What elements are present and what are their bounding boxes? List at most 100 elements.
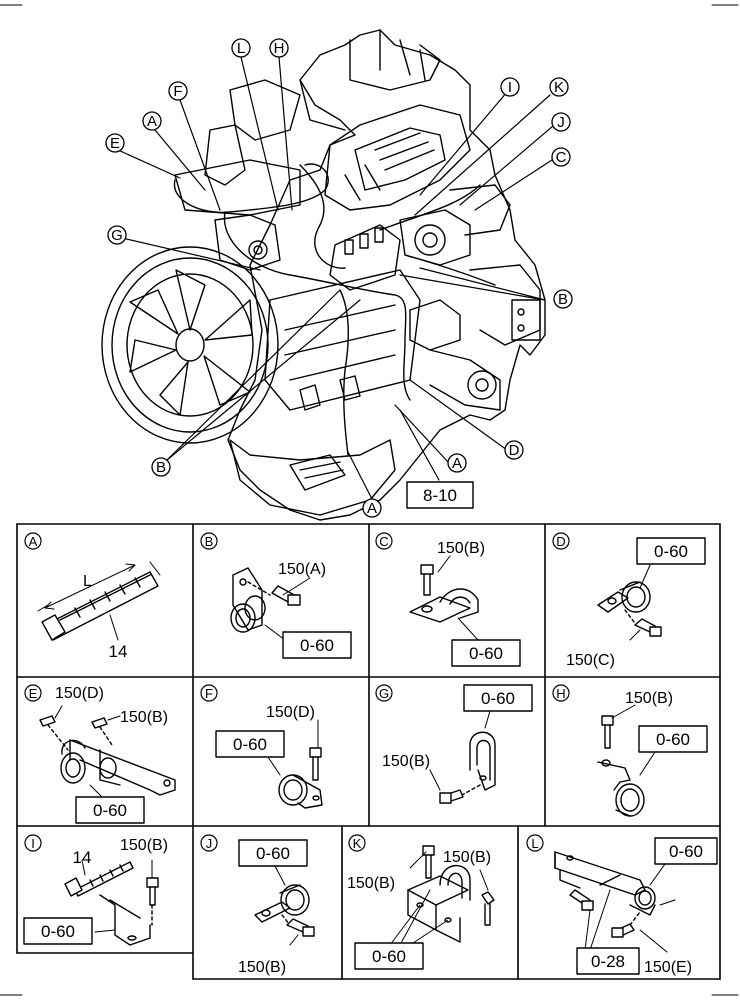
callout-E: E bbox=[105, 133, 125, 153]
reference-box: 8-10 bbox=[406, 481, 474, 509]
panel-C-clip: 150(B) 0-60 bbox=[409, 540, 521, 667]
svg-text:150(B): 150(B) bbox=[120, 709, 168, 726]
svg-text:150(C): 150(C) bbox=[566, 652, 615, 669]
svg-text:L: L bbox=[83, 573, 92, 590]
panel-letter-E: E bbox=[24, 684, 42, 702]
svg-text:0-60: 0-60 bbox=[654, 542, 688, 561]
panel-letter-C: C bbox=[375, 532, 393, 550]
svg-text:0-60: 0-60 bbox=[233, 735, 267, 754]
svg-text:150(B): 150(B) bbox=[238, 959, 286, 976]
svg-text:0-60: 0-60 bbox=[669, 842, 703, 861]
panel-J-clip: 0-60 150(B) bbox=[238, 839, 315, 976]
panel-letter-J: J bbox=[200, 834, 218, 852]
callout-B-right: B bbox=[553, 289, 573, 309]
svg-text:150(B): 150(B) bbox=[437, 540, 485, 557]
svg-text:K: K bbox=[554, 79, 564, 96]
svg-text:14: 14 bbox=[73, 848, 92, 867]
svg-text:B: B bbox=[558, 291, 568, 308]
svg-text:D: D bbox=[509, 442, 520, 459]
panel-A-cable-tie: L 14 bbox=[37, 561, 161, 661]
svg-text:G: G bbox=[379, 686, 389, 701]
svg-text:G: G bbox=[111, 227, 123, 244]
svg-text:150(B): 150(B) bbox=[120, 837, 168, 854]
svg-text:F: F bbox=[173, 83, 182, 100]
callout-C: C bbox=[551, 147, 571, 167]
svg-text:L: L bbox=[237, 40, 245, 57]
svg-text:E: E bbox=[110, 135, 120, 152]
panel-letter-F: F bbox=[200, 684, 218, 702]
svg-text:0-60: 0-60 bbox=[93, 801, 127, 820]
svg-text:C: C bbox=[556, 149, 567, 166]
panel-H-clip: 150(B) 0-60 bbox=[597, 690, 708, 817]
svg-text:J: J bbox=[557, 114, 565, 131]
svg-text:8-10: 8-10 bbox=[423, 486, 457, 505]
callout-A-mid: A bbox=[447, 453, 467, 473]
callout-D: D bbox=[504, 440, 524, 460]
svg-text:C: C bbox=[379, 534, 388, 549]
callout-leaders bbox=[117, 56, 554, 506]
svg-text:150(B): 150(B) bbox=[443, 849, 491, 866]
svg-text:J: J bbox=[206, 836, 213, 851]
callout-H: H bbox=[269, 38, 289, 58]
panel-D-clip: 0-60 150(C) bbox=[566, 537, 706, 669]
svg-text:14: 14 bbox=[109, 642, 128, 661]
panel-E-bracket-clip: 150(D) 150(B) 0-60 bbox=[39, 685, 176, 824]
callout-A-top: A bbox=[142, 111, 162, 131]
svg-text:150(B): 150(B) bbox=[625, 690, 673, 707]
panel-K-bracket-clip: 150(B) 150(B) 0-60 bbox=[347, 845, 495, 970]
svg-text:150(E): 150(E) bbox=[644, 959, 692, 976]
svg-text:I: I bbox=[31, 836, 35, 851]
svg-text:0-60: 0-60 bbox=[41, 922, 75, 941]
cooling-fan bbox=[101, 246, 279, 444]
panel-letter-A: A bbox=[24, 532, 42, 550]
svg-text:0-60: 0-60 bbox=[256, 844, 290, 863]
svg-text:F: F bbox=[205, 686, 213, 701]
panel-I-tie-bracket: 14 150(B) 0-60 bbox=[23, 837, 168, 946]
panel-letters: A B C D E F G H I J K L bbox=[24, 532, 570, 852]
svg-text:0-60: 0-60 bbox=[300, 636, 334, 655]
svg-text:0-60: 0-60 bbox=[656, 730, 690, 749]
svg-text:I: I bbox=[508, 79, 512, 96]
svg-text:A: A bbox=[367, 500, 377, 517]
svg-text:H: H bbox=[274, 40, 285, 57]
panel-letter-G: G bbox=[375, 684, 393, 702]
engine-illustration bbox=[101, 29, 546, 521]
callout-F: F bbox=[168, 81, 188, 101]
callout-A-bottom: A bbox=[362, 498, 382, 518]
panel-letter-I: I bbox=[24, 834, 42, 852]
svg-text:0-60: 0-60 bbox=[372, 947, 406, 966]
svg-text:E: E bbox=[29, 686, 38, 701]
panel-letter-D: D bbox=[552, 532, 570, 550]
panel-letter-L: L bbox=[526, 834, 544, 852]
svg-text:A: A bbox=[452, 455, 462, 472]
crop-marks bbox=[0, 4, 739, 996]
panel-G-clip: 0-60 150(B) bbox=[382, 684, 533, 804]
panel-L-bracket-clip: 0-60 0-28 150(E) bbox=[554, 837, 718, 976]
panel-letter-B: B bbox=[200, 532, 218, 550]
svg-text:H: H bbox=[556, 686, 565, 701]
svg-text:A: A bbox=[147, 113, 157, 130]
callout-L: L bbox=[231, 38, 251, 58]
svg-text:L: L bbox=[531, 836, 538, 851]
panel-letter-H: H bbox=[552, 684, 570, 702]
callout-circles: L H F A E G I K J C B B D A A bbox=[105, 38, 573, 518]
svg-text:150(A): 150(A) bbox=[278, 561, 326, 578]
svg-text:K: K bbox=[353, 836, 362, 851]
svg-text:150(D): 150(D) bbox=[266, 704, 315, 721]
panel-F-clip: 0-60 150(D) bbox=[215, 704, 323, 809]
callout-J: J bbox=[551, 112, 571, 132]
callout-B-left: B bbox=[151, 457, 171, 477]
callout-K: K bbox=[549, 77, 569, 97]
svg-text:D: D bbox=[556, 534, 565, 549]
callout-G: G bbox=[107, 225, 127, 245]
callout-I: I bbox=[500, 77, 520, 97]
svg-text:150(D): 150(D) bbox=[55, 685, 104, 702]
svg-text:0-28: 0-28 bbox=[591, 952, 625, 971]
svg-text:150(B): 150(B) bbox=[382, 753, 430, 770]
svg-text:B: B bbox=[156, 459, 166, 476]
svg-text:A: A bbox=[29, 534, 38, 549]
svg-text:150(B): 150(B) bbox=[347, 875, 395, 892]
panel-letter-K: K bbox=[348, 834, 366, 852]
detail-grid bbox=[16, 523, 721, 980]
